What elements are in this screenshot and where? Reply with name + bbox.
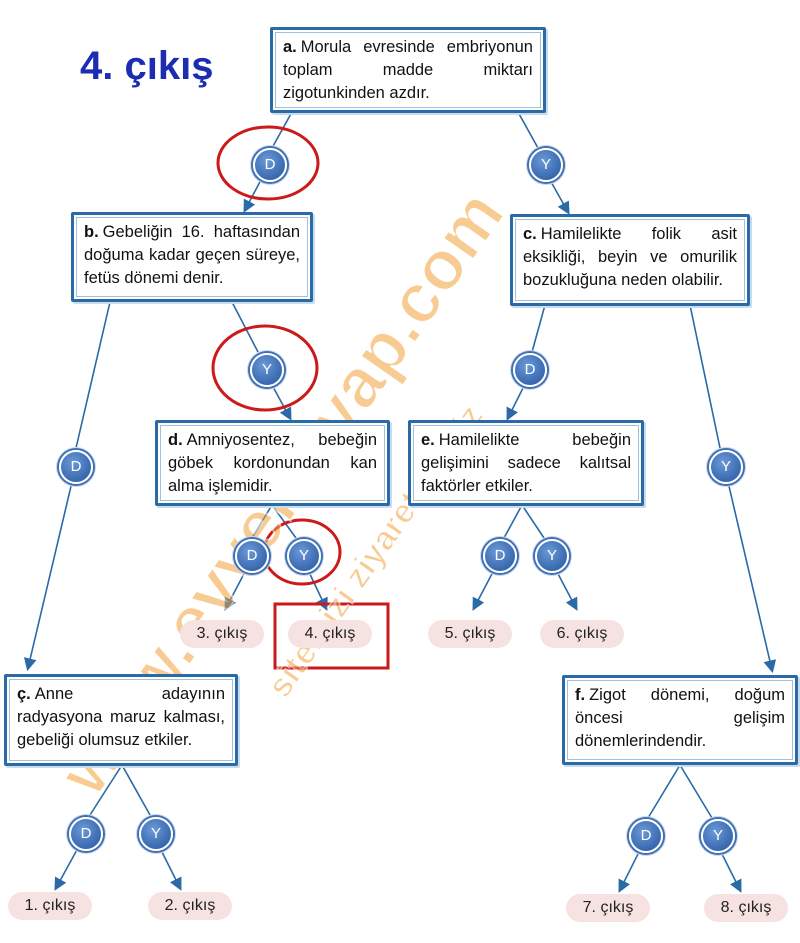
statement-text: Morula evresinde embriyonun toplam madde… (283, 38, 533, 102)
connector-d-b (243, 177, 263, 213)
connector-a-d (271, 111, 293, 149)
statement-text: Hamilelikte bebeğin gelişimini sadece ka… (421, 431, 631, 495)
highlight-ellipse-b-y (211, 324, 319, 412)
node-d-y: Y (287, 539, 321, 573)
statement-key: b. (84, 223, 99, 241)
statement-key: a. (283, 38, 297, 56)
node-f-y: Y (701, 819, 735, 853)
statement-text: Anne adayının radyasyona maruz kalması, … (17, 685, 225, 749)
node-b-y: Y (250, 353, 284, 387)
statement-text: Amniyosentez, bebeğin göbek kordonundan … (168, 431, 377, 495)
statement-box-e: e.Hamilelikte bebeğin gelişimini sadece … (408, 420, 644, 506)
statement-key: ç. (17, 685, 31, 703)
node-cc-d: D (69, 817, 103, 851)
highlight-ellipse-a-d (216, 125, 320, 201)
node-cc-y: Y (139, 817, 173, 851)
statement-key: e. (421, 431, 435, 449)
statement-text: Gebeliğin 16. haftasından doğuma kadar g… (84, 223, 300, 287)
statement-box-f: f.Zigot dönemi, doğum öncesi gelişim dön… (562, 675, 798, 765)
node-a-d: D (253, 148, 287, 182)
node-e-y: Y (535, 539, 569, 573)
statement-box-cc: ç.Anne adayının radyasyona maruz kalması… (4, 674, 238, 766)
exit-5: 5. çıkış (428, 620, 512, 648)
page-title: 4. çıkış (80, 44, 214, 88)
exit-6: 6. çıkış (540, 620, 624, 648)
node-a-y: Y (529, 148, 563, 182)
statement-key: c. (523, 225, 537, 243)
exit-8: 8. çıkış (704, 894, 788, 922)
statement-text: Zigot dönemi, doğum öncesi gelişim dönem… (575, 686, 785, 750)
statement-box-b: b.Gebeliğin 16. haftasından doğuma kadar… (71, 212, 313, 302)
statement-text: Hamilelikte folik asit eksikliği, beyin … (523, 225, 737, 289)
exit-1: 1. çıkış (8, 892, 92, 920)
highlight-rect-exit-4 (273, 602, 390, 670)
node-e-d: D (483, 539, 517, 573)
node-c-y: Y (709, 450, 743, 484)
statement-key: f. (575, 686, 586, 704)
exit-2: 2. çıkış (148, 892, 232, 920)
statement-box-c: c.Hamilelikte folik asit eksikliği, beyi… (510, 214, 750, 306)
node-d-d: D (235, 539, 269, 573)
exit-7: 7. çıkış (566, 894, 650, 922)
node-c-d: D (513, 353, 547, 387)
node-b-d: D (59, 450, 93, 484)
statement-key: d. (168, 431, 183, 449)
exit-3: 3. çıkış (180, 620, 264, 648)
statement-box-d: d.Amniyosentez, bebeğin göbek kordonunda… (155, 420, 390, 506)
statement-box-a: a.Morula evresinde embriyonun toplam mad… (270, 27, 546, 113)
exit-4: 4. çıkış (288, 620, 372, 648)
node-f-d: D (629, 819, 663, 853)
